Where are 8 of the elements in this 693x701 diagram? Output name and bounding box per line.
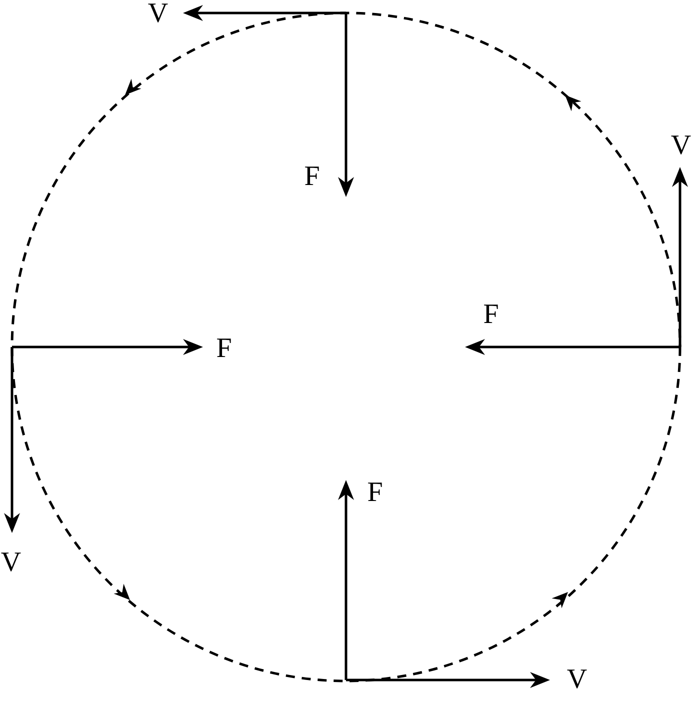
vector-label: F bbox=[304, 163, 320, 191]
vector-label: V bbox=[566, 666, 588, 694]
vector-label: V bbox=[670, 132, 692, 160]
vector-label: F bbox=[216, 335, 232, 363]
vector-label: V bbox=[0, 549, 22, 577]
vector-label: V bbox=[148, 0, 168, 28]
vector-label: F bbox=[483, 301, 499, 329]
vector-label: F bbox=[367, 479, 383, 507]
